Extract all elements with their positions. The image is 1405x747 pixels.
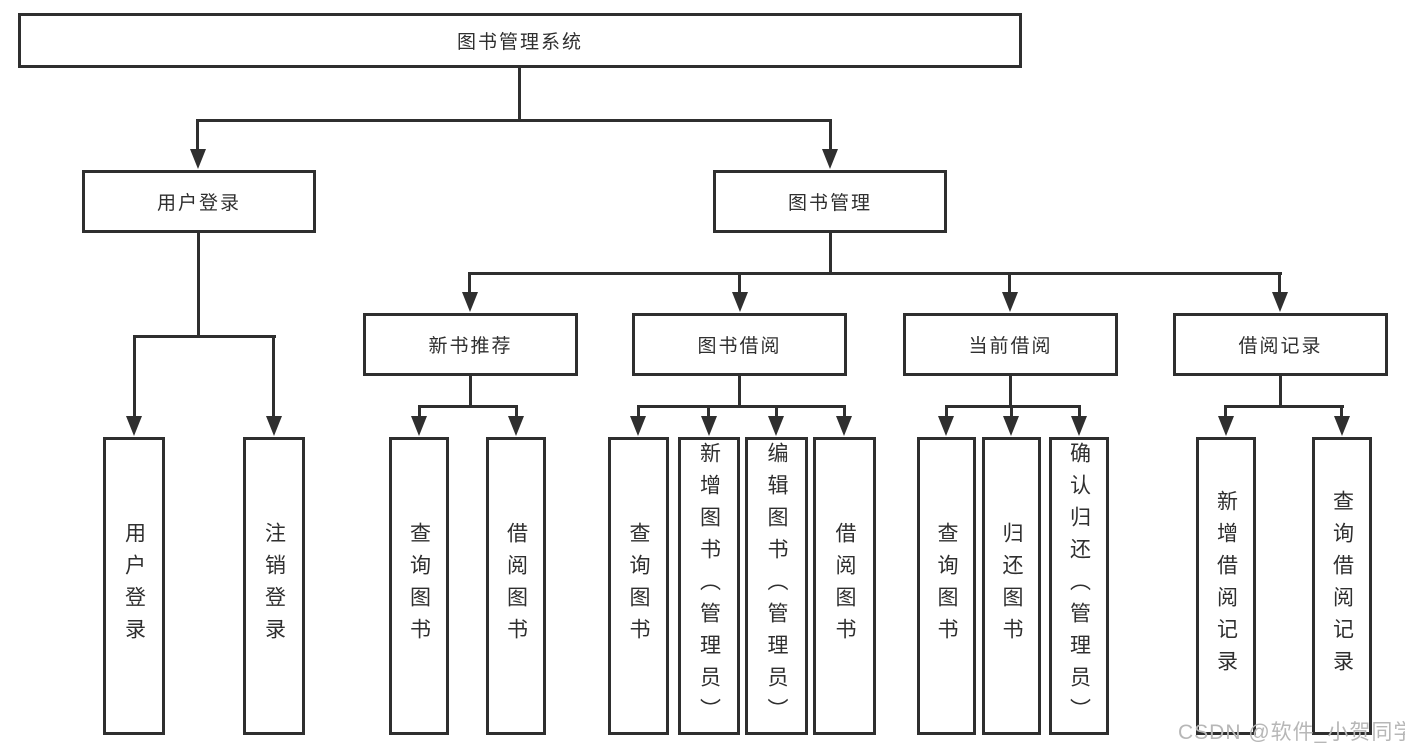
arrow-down-icon — [190, 149, 206, 169]
leaf-label: 归还图书 — [1000, 522, 1023, 650]
leaf-return-books: 归还图书 — [982, 437, 1041, 735]
arrow-down-icon — [630, 416, 646, 436]
arrow-down-icon — [1002, 292, 1018, 312]
connector-shaft — [133, 335, 136, 417]
node-current-borrow: 当前借阅 — [903, 313, 1118, 376]
connector-l1-hline — [197, 119, 832, 122]
connector-shaft — [1340, 405, 1343, 418]
node-user-login: 用户登录 — [82, 170, 316, 233]
connector-shaft — [1078, 405, 1081, 418]
arrow-down-icon — [732, 292, 748, 312]
connector-shaft — [196, 119, 199, 151]
connector-l3-hline — [469, 272, 1282, 275]
arrow-down-icon — [411, 416, 427, 436]
connector-shaft — [707, 405, 710, 418]
node-new-book-recommend: 新书推荐 — [363, 313, 578, 376]
leaf-label: 新增借阅记录 — [1214, 490, 1238, 682]
leaf-user-login: 用户登录 — [103, 437, 165, 735]
leaf-label: 用户登录 — [122, 522, 146, 650]
connector-stem — [197, 233, 200, 338]
leaf-logout: 注销登录 — [243, 437, 305, 735]
connector-shaft — [1224, 405, 1227, 418]
connector-hline — [1224, 405, 1344, 408]
leaf-add-borrow-record: 新增借阅记录 — [1196, 437, 1256, 735]
leaf-label: 查询图书 — [935, 522, 958, 650]
arrow-down-icon — [1003, 416, 1019, 436]
connector-hline — [418, 405, 518, 408]
leaf-edit-books-admin: 编辑图书（管理员） — [745, 437, 808, 735]
leaf-borrow-books: 借阅图书 — [813, 437, 876, 735]
arrow-down-icon — [462, 292, 478, 312]
arrow-down-icon — [701, 416, 717, 436]
connector-hline — [945, 405, 1081, 408]
leaf-label: 新增图书（管理员） — [697, 442, 721, 730]
connector-stem — [469, 376, 472, 407]
arrow-down-icon — [836, 416, 852, 436]
leaf-label: 确认归还（管理员） — [1067, 442, 1091, 730]
leaf-label: 借阅图书 — [504, 522, 528, 650]
leaf-add-books-admin: 新增图书（管理员） — [678, 437, 740, 735]
arrow-down-icon — [126, 416, 142, 436]
leaf-label: 注销登录 — [262, 522, 286, 650]
connector-shaft — [775, 405, 778, 418]
connector-shaft — [418, 405, 421, 418]
connector-shaft — [1278, 272, 1281, 294]
csdn-watermark: CSDN @软件_小贺同学 — [1178, 721, 1405, 744]
connector-shaft — [945, 405, 948, 418]
connector-hline — [133, 335, 276, 338]
connector-shaft — [515, 405, 518, 418]
leaf-label: 查询借阅记录 — [1330, 490, 1354, 682]
connector-hline — [637, 405, 846, 408]
leaf-query-books-current: 查询图书 — [917, 437, 976, 735]
arrow-down-icon — [508, 416, 524, 436]
connector-shaft — [272, 335, 275, 417]
leaf-label: 查询图书 — [407, 522, 431, 650]
leaf-label: 借阅图书 — [833, 522, 856, 650]
connector-root-stem — [518, 68, 521, 122]
arrow-down-icon — [822, 149, 838, 169]
connector-shaft — [1010, 405, 1013, 418]
arrow-down-icon — [1272, 292, 1288, 312]
connector-shaft — [829, 119, 832, 151]
leaf-label: 编辑图书（管理员） — [765, 442, 788, 730]
leaf-query-borrow-record: 查询借阅记录 — [1312, 437, 1372, 735]
arrow-down-icon — [266, 416, 282, 436]
arrow-down-icon — [1334, 416, 1350, 436]
connector-shaft — [843, 405, 846, 418]
node-borrow-records: 借阅记录 — [1173, 313, 1388, 376]
arrow-down-icon — [1071, 416, 1087, 436]
connector-shaft — [637, 405, 640, 418]
connector-stem — [1009, 376, 1012, 407]
node-root: 图书管理系统 — [18, 13, 1022, 68]
connector-shaft — [468, 272, 471, 294]
arrow-down-icon — [938, 416, 954, 436]
connector-stem — [738, 376, 741, 407]
leaf-borrow-books-recommend: 借阅图书 — [486, 437, 546, 735]
arrow-down-icon — [768, 416, 784, 436]
connector-shaft — [738, 272, 741, 294]
connector-stem — [1279, 376, 1282, 407]
leaf-label: 查询图书 — [627, 522, 650, 650]
connector-shaft — [1008, 272, 1011, 294]
node-book-borrow: 图书借阅 — [632, 313, 847, 376]
leaf-confirm-return-admin: 确认归还（管理员） — [1049, 437, 1109, 735]
leaf-query-books-recommend: 查询图书 — [389, 437, 449, 735]
arrow-down-icon — [1218, 416, 1234, 436]
connector-stem — [829, 233, 832, 275]
leaf-query-books-borrow: 查询图书 — [608, 437, 669, 735]
node-book-management: 图书管理 — [713, 170, 947, 233]
